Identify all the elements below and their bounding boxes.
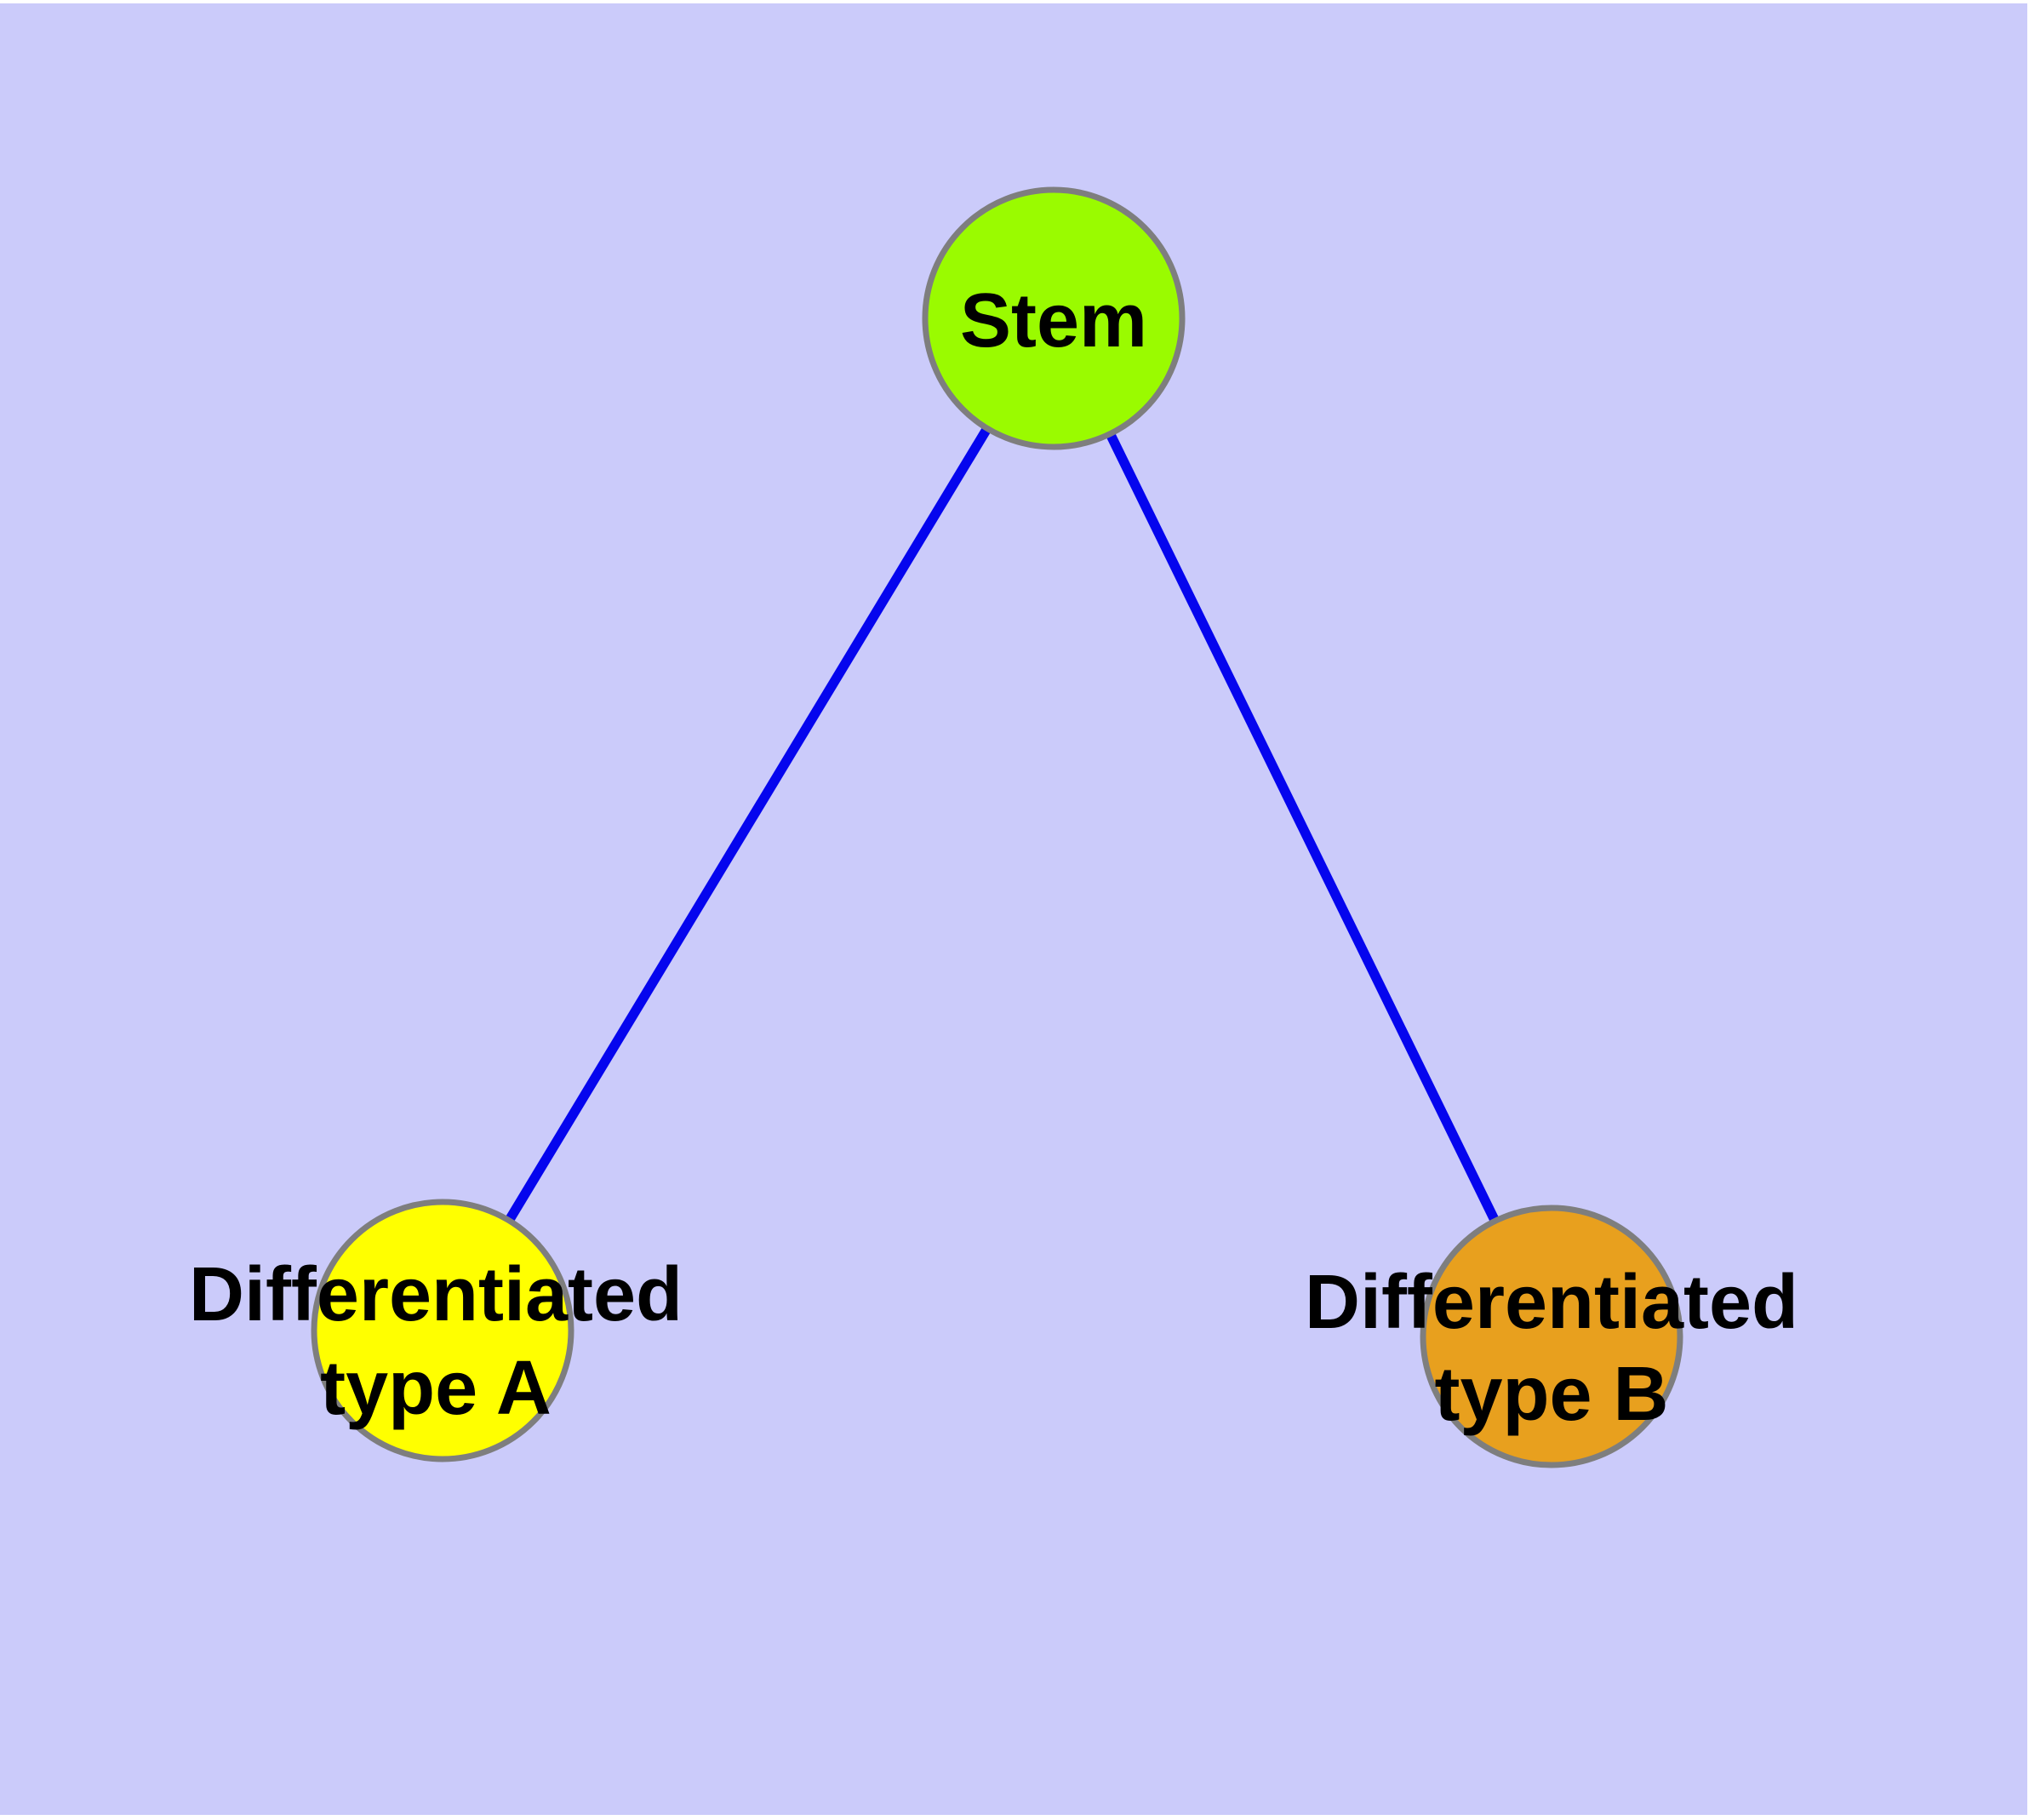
node-label-stem: Stem	[960, 278, 1147, 363]
edge-stem-to-type-b	[1049, 316, 1557, 1339]
node-label-type-b-line2: type B	[1434, 1352, 1668, 1437]
node-differentiated-type-b	[1420, 1205, 1683, 1468]
node-label-type-a-line1: Differentiated	[189, 1252, 683, 1337]
node-stem	[922, 186, 1186, 450]
edge-stem-to-type-a	[438, 316, 1058, 1333]
node-differentiated-type-a	[311, 1199, 574, 1462]
node-label-type-b-line1: Differentiated	[1305, 1260, 1798, 1345]
node-label-type-a-line2: type A	[320, 1346, 552, 1431]
